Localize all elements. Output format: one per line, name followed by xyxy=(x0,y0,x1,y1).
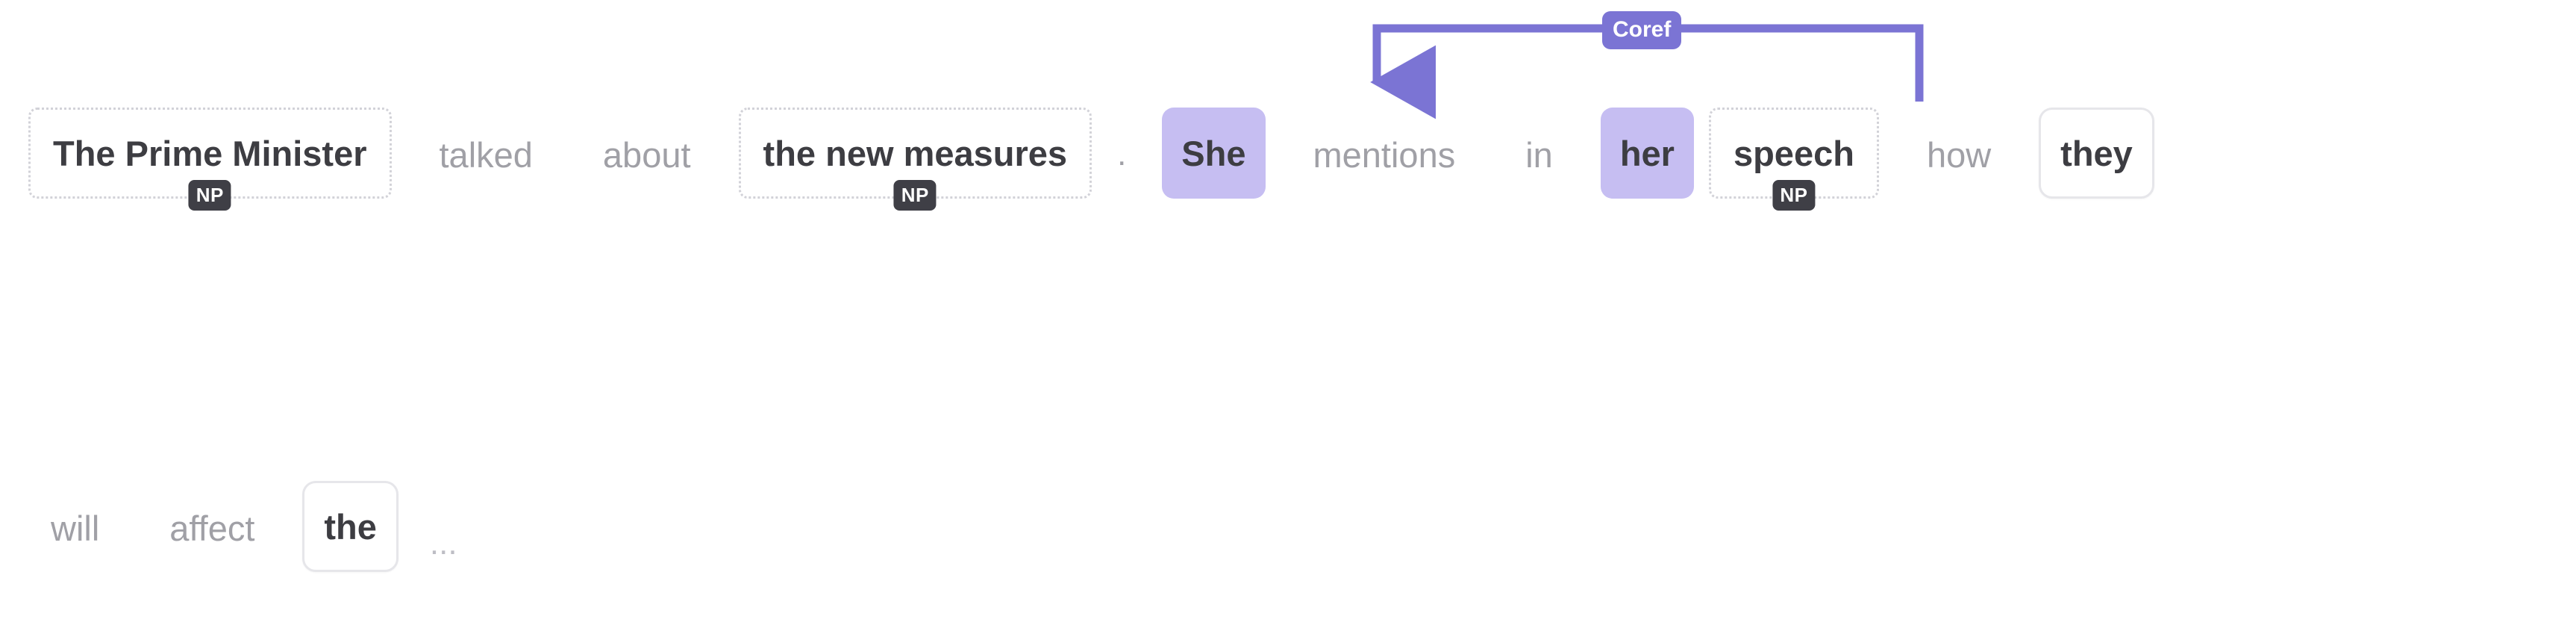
token-text: will xyxy=(51,508,100,548)
token-text: her xyxy=(1619,133,1675,173)
span-speech[interactable]: speech NP xyxy=(1708,108,1879,211)
token-the[interactable]: the xyxy=(302,481,398,572)
token-mentions[interactable]: mentions xyxy=(1291,111,1478,199)
token-text: talked xyxy=(439,134,533,175)
token-line-2: will affect the ... xyxy=(28,481,474,572)
token-text: speech xyxy=(1733,133,1854,173)
relation-label-coref[interactable]: Coref xyxy=(1602,11,1682,49)
span-the-prime-minister[interactable]: The Prime Minister NP xyxy=(28,108,392,211)
token-how[interactable]: how xyxy=(1904,111,2013,199)
np-tag-badge[interactable]: NP xyxy=(188,180,231,211)
token-text: . xyxy=(1117,136,1127,172)
token-line-1: The Prime Minister NP talked about the n… xyxy=(28,108,2154,211)
token-period[interactable]: . xyxy=(1107,111,1137,199)
token-text: they xyxy=(2060,133,2133,173)
token-text: the new measures xyxy=(763,133,1068,173)
token-talked[interactable]: talked xyxy=(417,111,555,199)
np-tag-badge[interactable]: NP xyxy=(1772,180,1816,211)
token-will[interactable]: will xyxy=(28,484,122,572)
token-ellipsis[interactable]: ... xyxy=(413,484,474,572)
mention-her[interactable]: her xyxy=(1600,108,1694,199)
mention-she[interactable]: She xyxy=(1162,108,1266,199)
span-the-new-measures[interactable]: the new measures NP xyxy=(738,108,1092,211)
token-text: affect xyxy=(169,508,255,548)
token-in[interactable]: in xyxy=(1503,111,1575,199)
token-text: the xyxy=(324,506,377,547)
token-about[interactable]: about xyxy=(581,111,713,199)
token-text: about xyxy=(602,134,691,175)
token-they[interactable]: they xyxy=(2039,108,2154,199)
token-text: ... xyxy=(429,525,457,562)
token-text: in xyxy=(1525,134,1553,175)
token-text: mentions xyxy=(1313,134,1456,175)
np-tag-badge[interactable]: NP xyxy=(893,180,937,211)
token-text: The Prime Minister xyxy=(53,133,367,173)
token-text: She xyxy=(1181,133,1246,173)
token-text: how xyxy=(1926,134,1992,175)
token-affect[interactable]: affect xyxy=(147,484,277,572)
